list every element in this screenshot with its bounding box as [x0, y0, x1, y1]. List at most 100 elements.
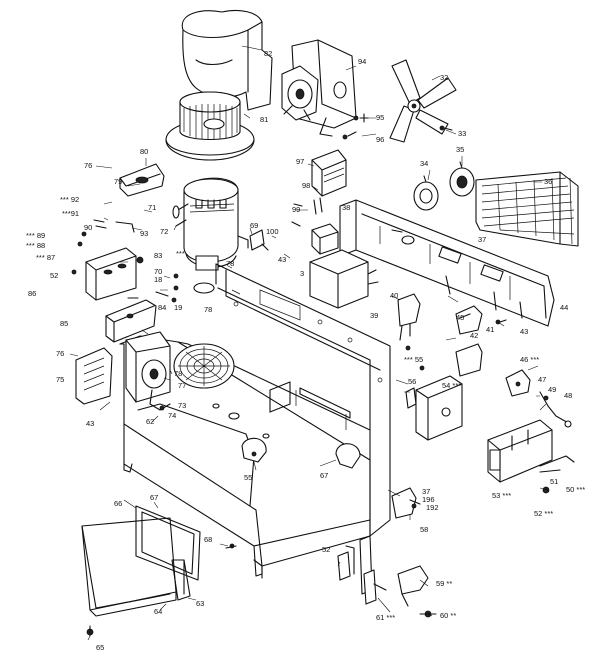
label-74: 74: [168, 411, 176, 420]
label-100: 100: [266, 227, 279, 236]
part-34-knob: [413, 175, 439, 211]
label-18: 18: [154, 275, 162, 284]
label-65: 65: [96, 643, 104, 652]
label-43-top: 43: [278, 255, 286, 264]
label-95: 95: [376, 113, 384, 122]
part-55-bracket: [419, 343, 483, 377]
label-68: 68: [204, 535, 212, 544]
label-89: *** 89: [26, 231, 45, 240]
part-39-capacitor: [309, 249, 379, 309]
label-79: 79: [114, 177, 122, 186]
part-53-bracket: [487, 419, 553, 483]
part-44-panel-face: [445, 275, 523, 319]
part-41-switch: [455, 305, 483, 335]
part-59-switch: [397, 565, 429, 607]
label-41: 41: [486, 325, 494, 334]
label-80: 80: [140, 147, 148, 156]
label-59: 59 **: [436, 579, 452, 588]
label-52-right: 52 ***: [534, 509, 553, 518]
main-cabinet: [119, 263, 391, 595]
label-56: 56: [408, 377, 416, 386]
part-85-bracket: [105, 299, 157, 343]
part-95-96-screws: [342, 113, 453, 140]
label-94: 94: [358, 57, 366, 66]
label-78-mid: 78: [204, 305, 212, 314]
part-79-80-bracket: [119, 163, 165, 197]
label-64: 64: [154, 607, 162, 616]
label-54: 54 ***: [442, 381, 461, 390]
label-55-mid: *** 55: [404, 355, 423, 364]
label-50: 50 ***: [566, 485, 585, 494]
label-86: 86: [28, 289, 36, 298]
part-37-relay: [311, 223, 339, 255]
part-81-blower-wheel: [165, 91, 255, 161]
label-52-low: 52: [322, 545, 330, 554]
label-52-top: 52: [50, 271, 58, 280]
label-40: 40: [390, 291, 398, 300]
label-85: 85: [60, 319, 68, 328]
label-62: 62: [146, 417, 154, 426]
part-36-grille: [475, 171, 579, 247]
label-98: 98: [302, 181, 310, 190]
label-76-top: 76: [84, 161, 92, 170]
part-58-switch: [391, 487, 421, 519]
part-32-fan-blade: [389, 59, 457, 143]
part-86-mounting-bracket: [85, 247, 137, 301]
label-76-left: 76: [56, 349, 64, 358]
label-67-low: 67: [150, 493, 158, 502]
part-63-clip: [171, 559, 191, 601]
label-61: 61 ***: [376, 613, 395, 622]
label-192: 192: [426, 503, 439, 512]
label-36: 36: [544, 177, 552, 186]
part-72-compressor: [172, 177, 249, 294]
label-39: 39: [370, 311, 378, 320]
label-71: 71: [148, 203, 156, 212]
label-73: 73: [178, 401, 186, 410]
label-83: 83: [154, 251, 162, 260]
part-87-90-screws: [71, 219, 179, 303]
label-37-top: 37: [478, 235, 486, 244]
part-75-panel: [75, 347, 113, 405]
label-55-low: 55: [244, 473, 252, 482]
label-37-low: 37: [422, 487, 430, 496]
part-64-drain-pan: [81, 517, 177, 617]
label-99: 99: [292, 205, 300, 214]
label-47: 47: [538, 375, 546, 384]
part-94-fan-motor: [281, 39, 357, 137]
part-54-bracket: [415, 375, 463, 441]
label-19: 19: [174, 303, 182, 312]
label-70: 70: [154, 267, 162, 276]
label-96: 96: [376, 135, 384, 144]
label-97: 97: [296, 157, 304, 166]
label-67-right: 67: [320, 471, 328, 480]
label-43-left: 43: [86, 419, 94, 428]
label-81: 81: [260, 115, 268, 124]
label-33: 33: [458, 129, 466, 138]
label-90: 90: [84, 223, 92, 232]
part-97-thermostat: [291, 149, 347, 227]
part-labels: 82 94 32 81 95 96 33 76 80 79 97 34 35 3…: [26, 49, 585, 652]
label-3: 3: [300, 269, 304, 278]
part-40-switch: [397, 293, 421, 341]
label-93: 93: [140, 229, 148, 238]
part-48-rod: [539, 391, 572, 428]
label-49: 49: [548, 385, 556, 394]
label-88: *** 88: [26, 241, 45, 250]
label-91: ***91: [62, 209, 79, 218]
label-78-left: 78: [174, 369, 182, 378]
part-68-screw: [225, 543, 237, 549]
label-77: 77: [178, 381, 186, 390]
label-60: 60 **: [440, 611, 456, 620]
label-asterisk: ***: [176, 249, 185, 258]
part-52-bracket-low: [337, 551, 351, 581]
label-53: 53 ***: [492, 491, 511, 500]
label-38: 38: [342, 203, 350, 212]
label-66: 66: [114, 499, 122, 508]
label-82: 82: [264, 49, 272, 58]
label-92: *** 92: [60, 195, 79, 204]
part-77-motor-mount: [125, 331, 171, 411]
label-75: 75: [56, 375, 64, 384]
part-82-blower-housing: [181, 9, 273, 111]
part-56-clip: [405, 387, 417, 409]
